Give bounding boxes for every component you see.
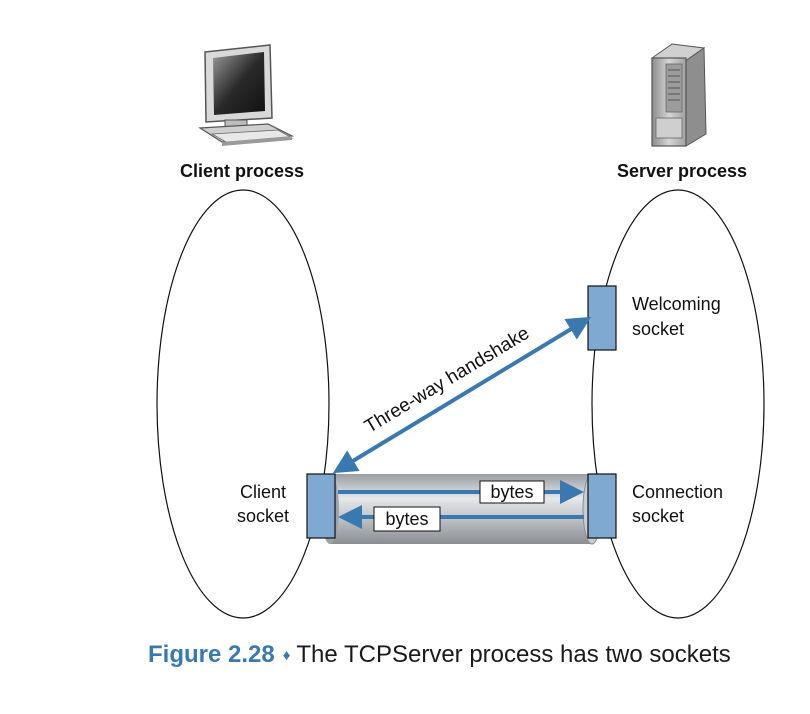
connection-socket	[587, 473, 617, 539]
client-socket-label-line2: socket	[237, 506, 289, 526]
welcoming-socket	[587, 285, 617, 351]
server-process-ellipse	[591, 189, 765, 619]
figure-number: Figure 2.28	[148, 641, 275, 668]
client-socket	[306, 473, 336, 539]
server-process-label: Server process	[617, 161, 747, 181]
diamond-icon: ♦	[282, 647, 291, 664]
connection-socket-label-line1: Connection	[632, 482, 723, 502]
client-socket-label-line1: Client	[240, 482, 286, 502]
figure-caption-text: The TCPServer process has two sockets	[296, 641, 731, 668]
bytes-label-top: bytes	[479, 480, 545, 504]
connection-socket-label-line2: socket	[632, 506, 684, 526]
client-process-label: Client process	[180, 161, 304, 181]
tcp-connection-pipe	[321, 473, 602, 545]
client-process-ellipse	[156, 189, 330, 619]
figure-caption: Figure 2.28 ♦ The TCPServer process has tw…	[148, 641, 731, 669]
three-way-handshake-label: Three-way handshake	[361, 323, 533, 438]
welcoming-socket-label-line2: socket	[632, 319, 684, 339]
welcoming-socket-label-line1: Welcoming	[632, 294, 721, 314]
bytes-label-top-text: bytes	[490, 482, 533, 502]
server-tower-icon	[650, 43, 707, 147]
bytes-label-bottom-text: bytes	[385, 509, 428, 529]
three-way-handshake-arrow	[332, 316, 592, 474]
bytes-label-bottom: bytes	[373, 506, 441, 532]
desktop-computer-icon	[198, 44, 295, 146]
